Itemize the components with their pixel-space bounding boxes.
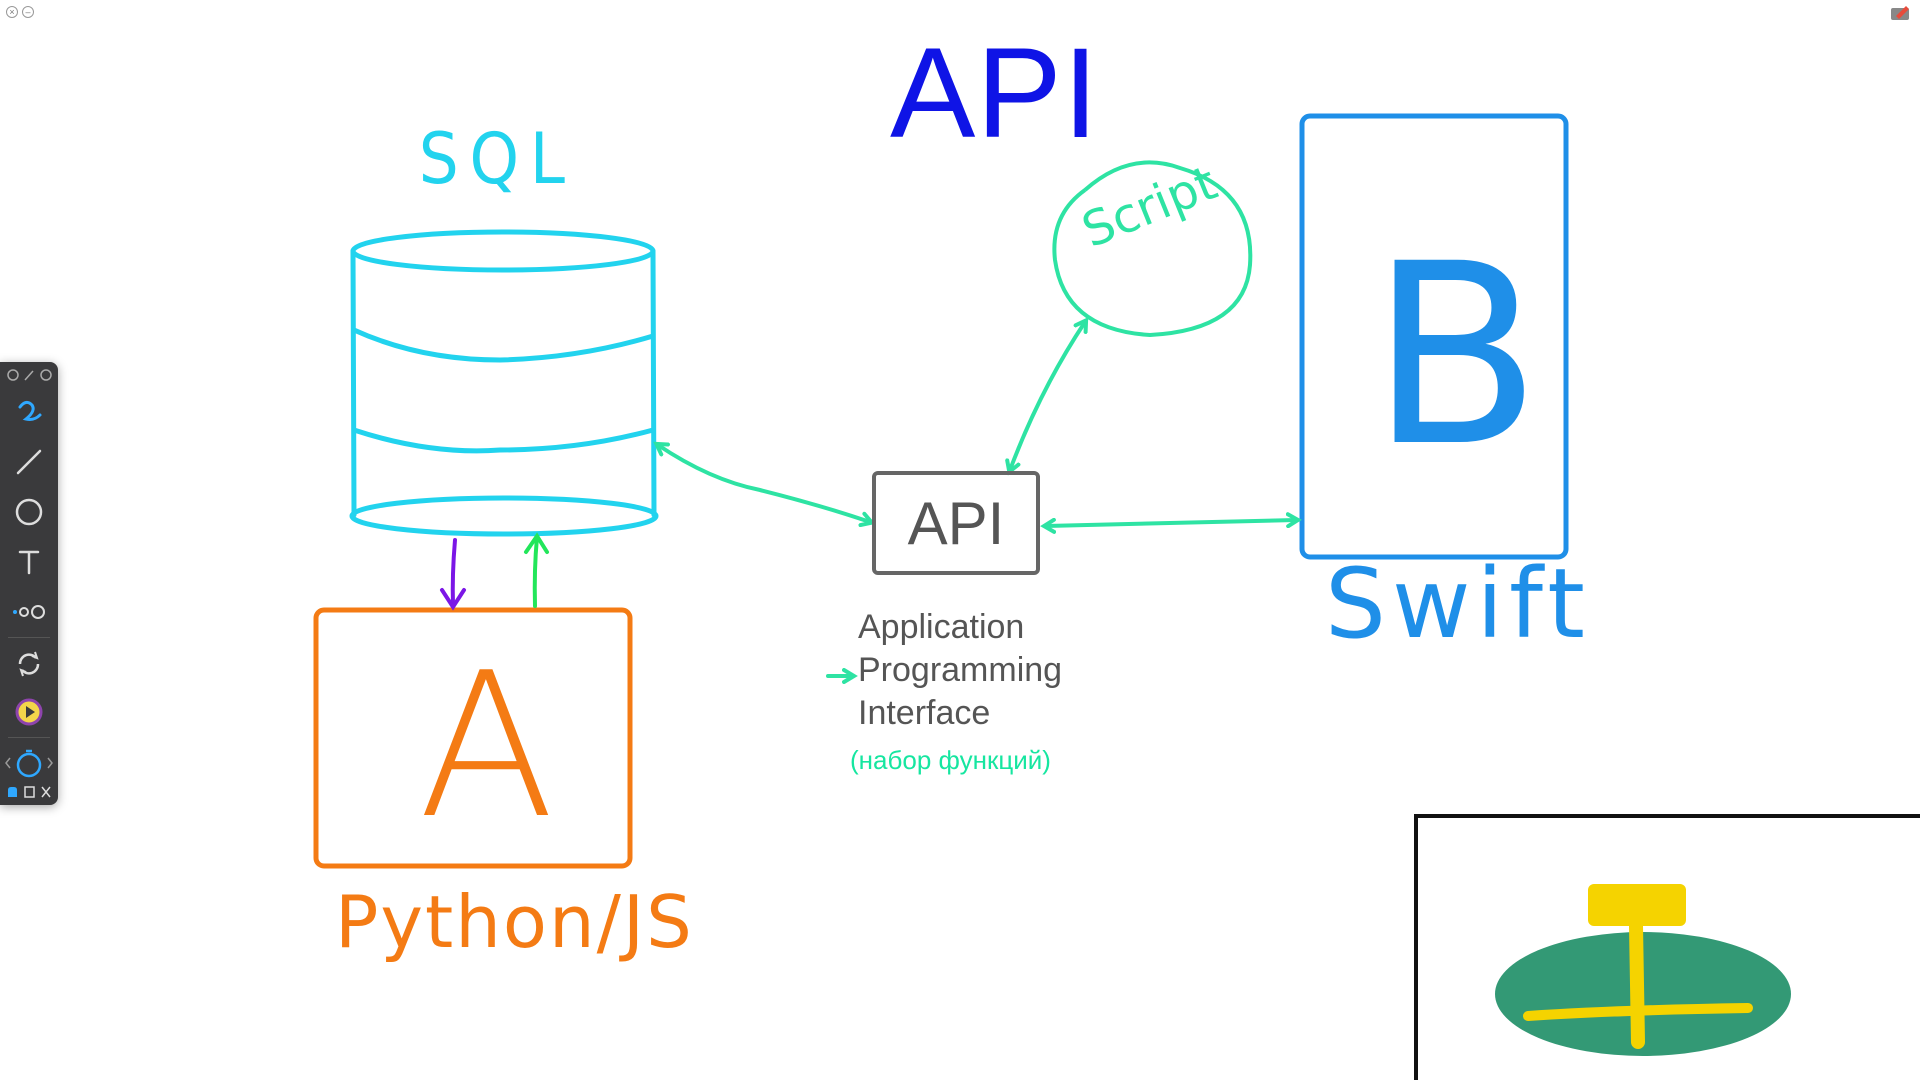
pen-icon[interactable]: [1890, 4, 1912, 27]
swift-label: Swift: [1325, 548, 1591, 660]
up-arrow: [524, 532, 549, 608]
api-description-line: Programming: [858, 651, 1063, 689]
size-dots-tool-button[interactable]: [0, 592, 58, 632]
hand-icon: [8, 787, 17, 797]
play-icon: [15, 698, 43, 726]
window-controls: × –: [6, 6, 34, 18]
timer-icon: [16, 752, 42, 778]
squiggle-pen-icon: [18, 400, 42, 421]
crop-icon: [24, 786, 35, 798]
video-preview-image: [1495, 884, 1791, 1056]
close-toolbar-icon: [7, 369, 19, 381]
sql-label: SQL: [418, 118, 576, 200]
swift-box: [1299, 113, 1569, 560]
line-icon: [16, 449, 42, 475]
toolbar-bottom-controls: [0, 782, 58, 802]
api-box: API: [872, 471, 1040, 575]
down-arrow: [440, 538, 466, 611]
timer-tool-button[interactable]: [0, 744, 58, 782]
scissors-icon: [41, 786, 51, 798]
api-script-arrow: [1005, 317, 1089, 476]
page-title: API: [890, 22, 1100, 165]
text-tool-button[interactable]: [0, 542, 58, 582]
database-cylinder: [349, 229, 659, 537]
text-icon: [18, 550, 40, 575]
line-tool-button[interactable]: [0, 442, 58, 482]
play-tool-button[interactable]: [0, 692, 58, 732]
circle-tool-button[interactable]: [0, 492, 58, 532]
api-subtitle: (набор функций): [850, 745, 1051, 775]
chevron-left-icon: [5, 757, 11, 769]
db-api-arrow: [653, 441, 876, 528]
letter-b: B: [1370, 210, 1542, 501]
size-dots-icon: [13, 605, 45, 619]
close-window-icon[interactable]: ×: [6, 6, 18, 18]
api-description-line: Application: [858, 608, 1025, 646]
toolbar-top-controls: [0, 366, 58, 384]
script-circle: [1052, 160, 1253, 338]
letter-a: A: [418, 630, 555, 863]
api-box-label: API: [907, 489, 1005, 557]
python-js-box: [313, 607, 633, 869]
pen-tool-button[interactable]: [0, 392, 58, 432]
minimize-window-icon[interactable]: –: [22, 6, 34, 18]
circle-icon: [15, 498, 43, 526]
drawing-toolbar: [0, 362, 58, 805]
video-preview-panel[interactable]: [1414, 814, 1920, 1080]
api-description-line: Interface: [858, 694, 991, 732]
api-swift-arrow: [1040, 512, 1302, 534]
more-icon: [40, 369, 52, 381]
python-js-label: Python/JS: [335, 880, 694, 964]
rotate-tool-button[interactable]: [0, 644, 58, 684]
chevron-right-icon: [47, 757, 53, 769]
rotate-icon: [18, 651, 40, 677]
api-description: Application Programming Interface: [858, 606, 1062, 735]
pin-icon: [24, 370, 34, 381]
